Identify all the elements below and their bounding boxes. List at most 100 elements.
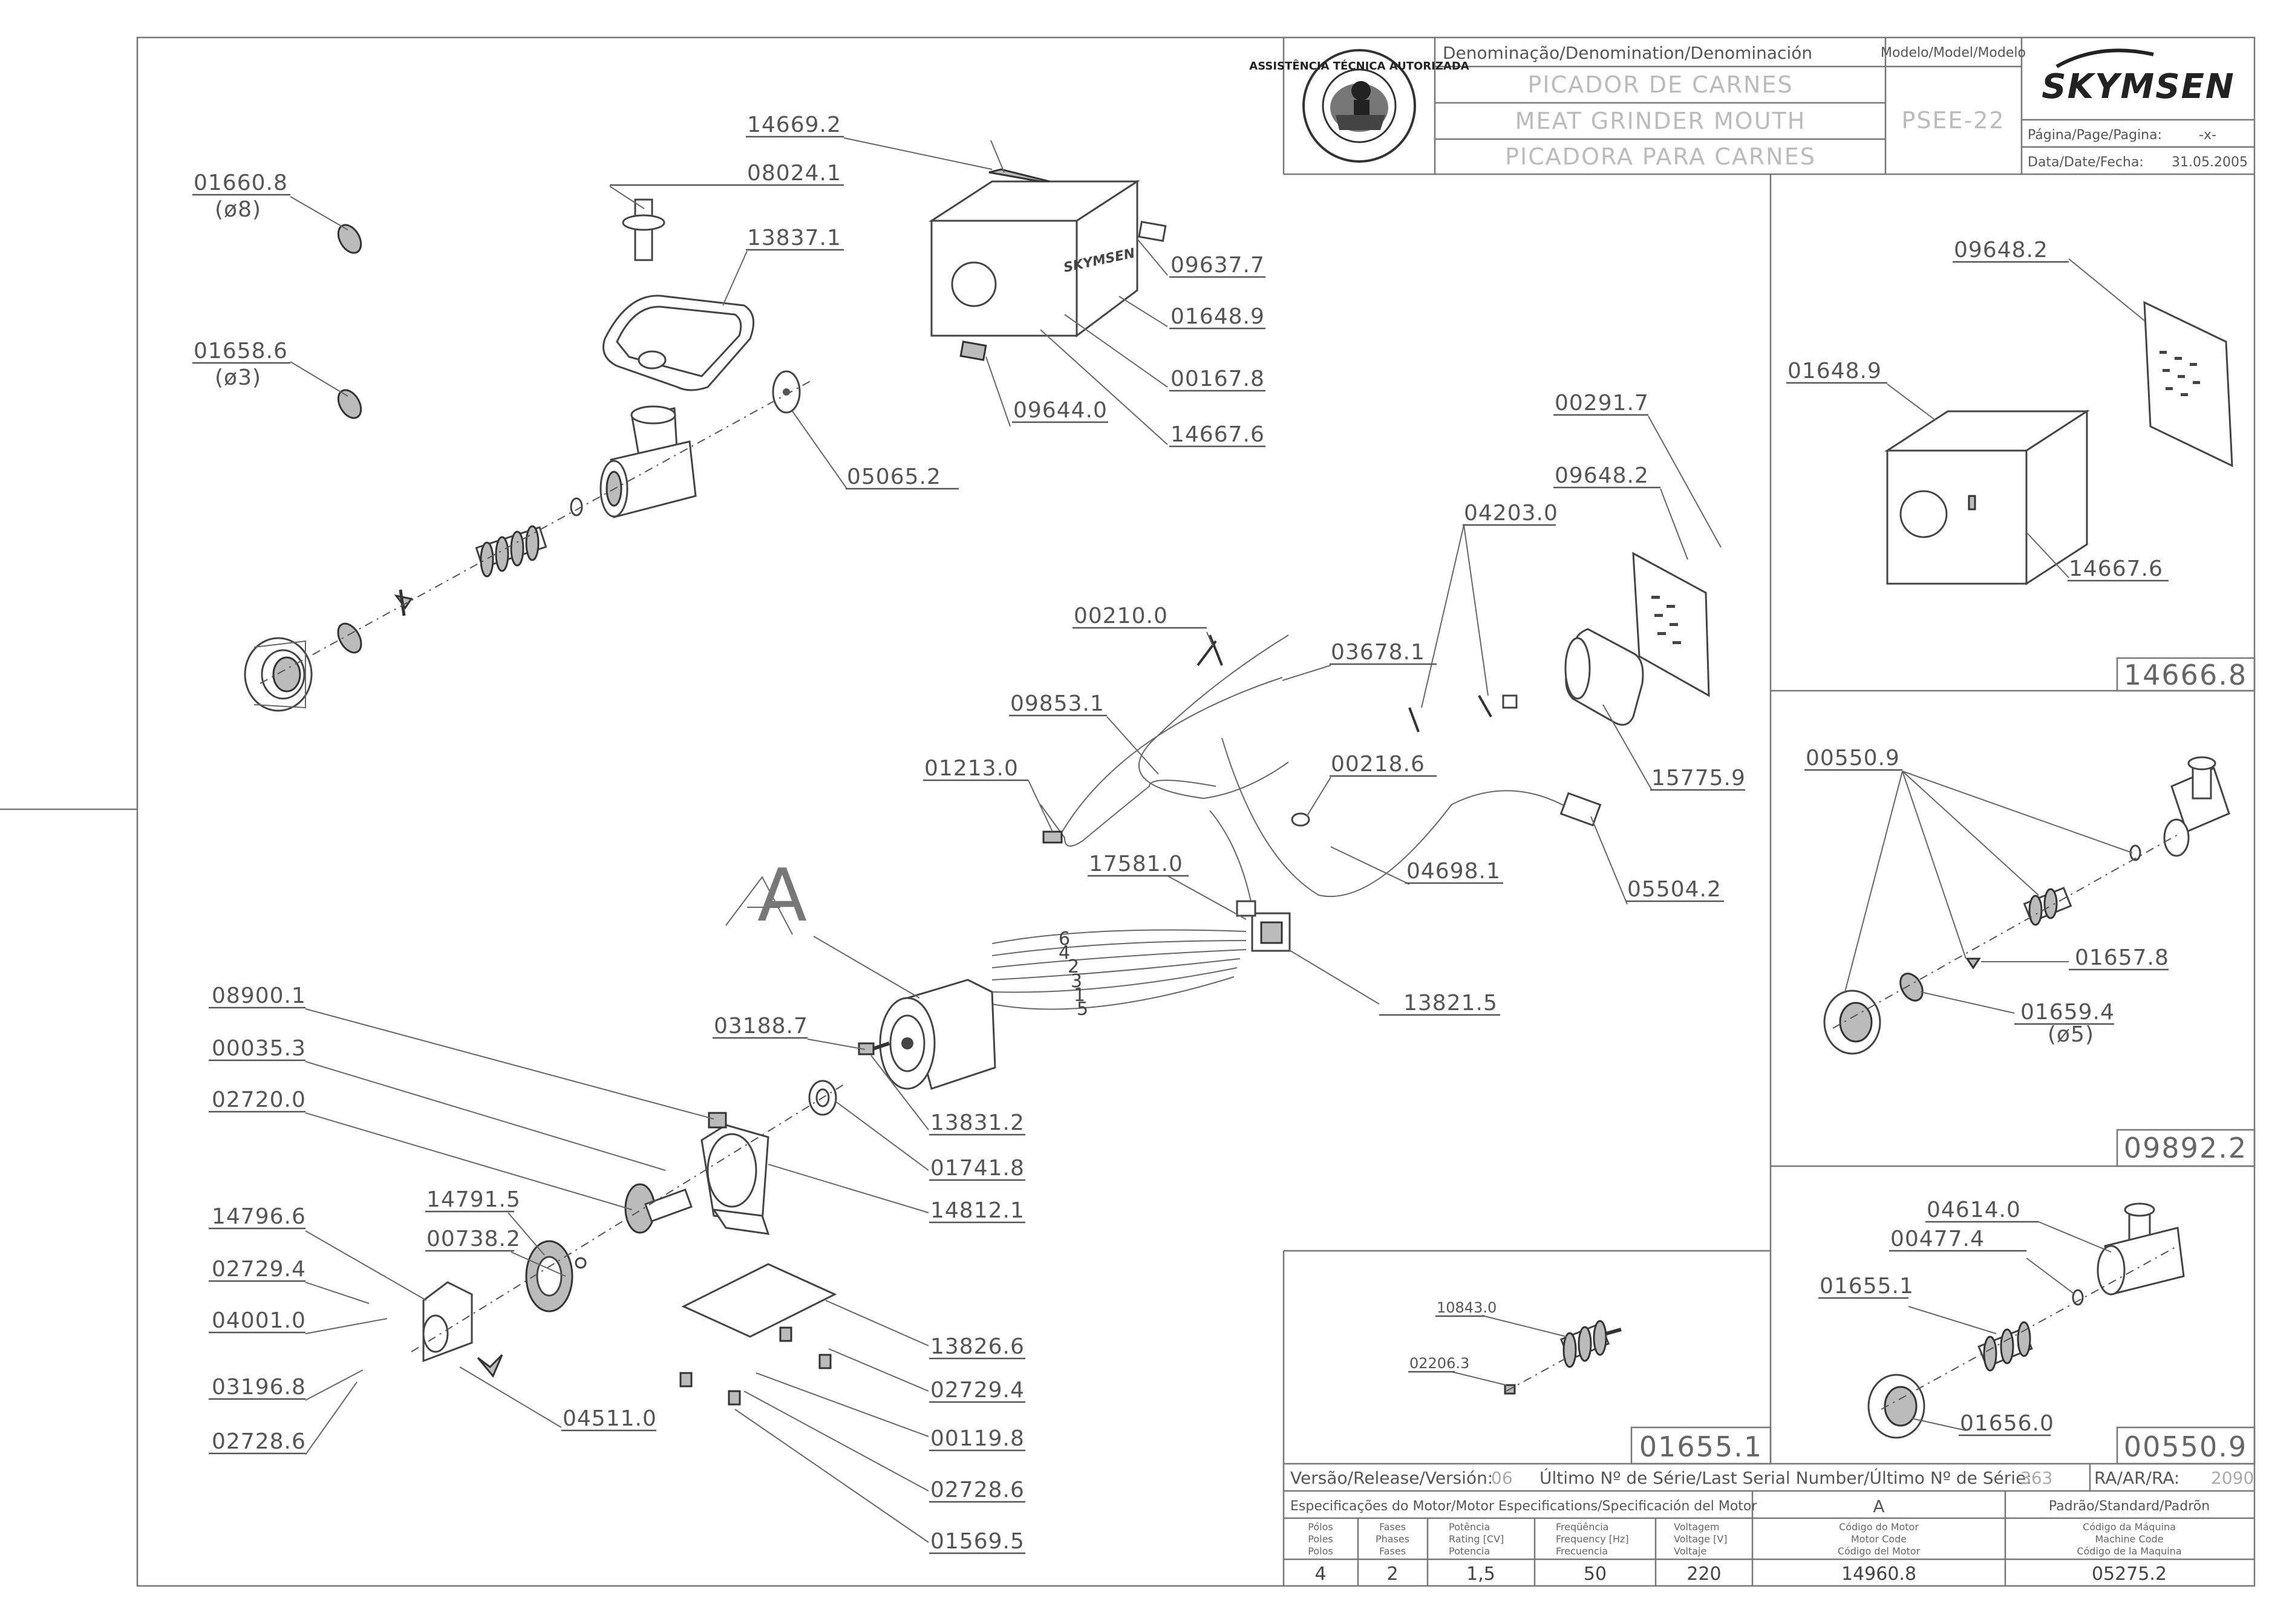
svg-text:Potência: Potência [1449,1521,1490,1533]
box-09892-id: 09892.2 [2124,1132,2247,1164]
label-13826-6: 13826.6 [929,1334,1025,1360]
label-14669-2: 14669.2 [746,113,844,138]
label-14812-1: 14812.1 [929,1198,1025,1224]
svg-text:Voltaje: Voltaje [1674,1545,1706,1557]
label-00218-6: 00218.6 [1330,752,1437,777]
label-03188-7: 03188.7 [713,1014,808,1039]
label-09648-2: 09648.2 [1553,463,1660,489]
serial-label: Último Nº de Série/Last Serial Number/Úl… [1539,1467,2032,1488]
label-00119-8: 00119.8 [929,1426,1025,1452]
col-head-machine-code: Código da Máquina Machine Code Código de… [2077,1521,2181,1557]
svg-text:Poles: Poles [1308,1533,1333,1545]
svg-text:02729.4: 02729.4 [212,1257,306,1282]
value-motor-code: 14960.8 [1841,1564,1916,1585]
label-box-01648-9: 01648.9 [1787,359,1882,383]
ra-label: RA/AR/RA: [2094,1468,2179,1488]
label-box-01655-1: 01655.1 [1820,1274,1914,1299]
box-01655-id: 01655.1 [1639,1430,1763,1463]
name-pt: PICADOR DE CARNES [1527,71,1793,98]
svg-text:13821.5: 13821.5 [1403,991,1498,1016]
box-09892-drawing [1823,756,2230,1055]
svg-text:03196.8: 03196.8 [212,1375,306,1400]
label-00738-2: 00738.2 [425,1227,520,1252]
plate-3mm [337,389,362,419]
label-01660-8: 01660.8(ø8) [192,171,290,222]
label-14667-6: 14667.6 [1169,422,1265,448]
value-phases: 2 [1386,1564,1398,1585]
authorized-service-seal: ASSISTÊNCIA TÉCNICA AUTORIZADA [1249,49,1469,163]
axis-line-drive [411,1082,847,1352]
box-09892-labels: 09892.2 00550.9 01657.8 01659.4 (ø5) [1804,746,2247,1164]
label-15775-9: 15775.9 [1650,766,1745,791]
label-box-01659-4-diameter: (ø5) [2048,1022,2094,1047]
label-04203-0: 04203.0 [1463,501,1558,526]
svg-text:08900.1: 08900.1 [212,983,306,1008]
svg-text:01658.6: 01658.6 [194,339,288,364]
model-value: PSEE-22 [1901,107,2005,134]
svg-text:Frecuencia: Frecuencia [1556,1545,1608,1557]
version-value: 06 [1491,1468,1513,1488]
svg-text:09648.2: 09648.2 [1555,463,1649,488]
label-03196-8: 03196.8 [209,1375,306,1400]
motor-letter: A [1873,1496,1884,1516]
label-00035-3: 00035.3 [209,1036,305,1061]
box-00550-id: 00550.9 [2124,1430,2247,1463]
value-poles: 4 [1314,1564,1326,1585]
svg-text:13837.1: 13837.1 [747,226,841,250]
label-01658-6: 01658.6(ø3) [192,339,290,390]
box-01655-labels: 01655.1 10843.0 02206.3 [1408,1299,1763,1463]
label-box-00477-4: 00477.4 [1890,1227,1985,1251]
svg-text:02729.4: 02729.4 [930,1378,1025,1403]
electrical-assembly [991,552,1710,1010]
svg-text:Código do Motor: Código do Motor [1839,1521,1919,1533]
svg-text:04001.0: 04001.0 [212,1308,306,1333]
svg-text:00119.8: 00119.8 [930,1426,1025,1451]
svg-text:09644.0: 09644.0 [1013,398,1108,423]
label-00210-0: 00210.0 [1072,604,1207,629]
svg-text:09853.1: 09853.1 [1010,691,1105,716]
col-head-poles: Pólos Poles Polos [1308,1521,1333,1557]
label-14791-5: 14791.5 [425,1187,520,1213]
page-label: Página/Page/Pagina: [2028,128,2162,143]
wire-number: 1 [1074,985,1085,1006]
value-frequency: 50 [1584,1564,1607,1585]
label-04511-0: 04511.0 [561,1406,656,1432]
svg-text:Frequency [Hz]: Frequency [Hz] [1556,1533,1629,1545]
value-rating: 1,5 [1466,1564,1495,1585]
svg-text:01648.9: 01648.9 [1170,304,1265,329]
svg-text:Fases: Fases [1379,1521,1406,1533]
box-01655-drawing [1504,1320,1622,1395]
svg-text:14796.6: 14796.6 [212,1204,306,1229]
date-value: 31.05.2005 [2172,155,2248,170]
label-09644-0: 09644.0 [1012,398,1108,423]
label-01569-5: 01569.5 [929,1529,1025,1554]
svg-text:Polos: Polos [1308,1545,1333,1557]
wire-number: 4 [1059,942,1070,964]
cabinet-box: SKYMSEN [928,140,1167,361]
value-voltage: 220 [1686,1564,1721,1585]
svg-text:Voltagem: Voltagem [1674,1521,1720,1533]
svg-text:08024.1: 08024.1 [747,161,841,186]
label-box-00550-9: 00550.9 [1806,746,1900,771]
title-block: ASSISTÊNCIA TÉCNICA AUTORIZADA Denominaç… [1249,38,2254,175]
label-02728-6-right: 02728.6 [929,1478,1025,1503]
wire-number: 3 [1071,971,1082,992]
standard-header: Padrão/Standard/Padrõn [2049,1499,2210,1514]
name-es: PICADORA PARA CARNES [1505,143,1816,170]
motor-spec-header: Especificações do Motor/Motor Especifica… [1290,1499,1757,1514]
svg-text:Código de la Maquina: Código de la Maquina [2077,1545,2181,1557]
label-01648-9: 01648.9 [1169,304,1265,330]
ra-value: 2090 [2211,1468,2254,1488]
svg-text:02728.6: 02728.6 [930,1478,1025,1502]
box-14666-id: 14666.8 [2124,659,2247,691]
label-08024-1: 08024.1 [610,161,844,186]
svg-text:17581.0: 17581.0 [1089,852,1183,876]
label-05504-2: 05504.2 [1626,877,1724,902]
label-box-01659-4: 01659.4 [2020,1000,2115,1025]
box-00550-drawing [1867,1202,2185,1439]
label-02728-6-left: 02728.6 [209,1429,305,1455]
wire-number: 5 [1077,999,1088,1020]
svg-text:05065.2: 05065.2 [847,465,941,489]
col-head-motor-code: Código do Motor Motor Code Código del Mo… [1838,1521,1921,1557]
